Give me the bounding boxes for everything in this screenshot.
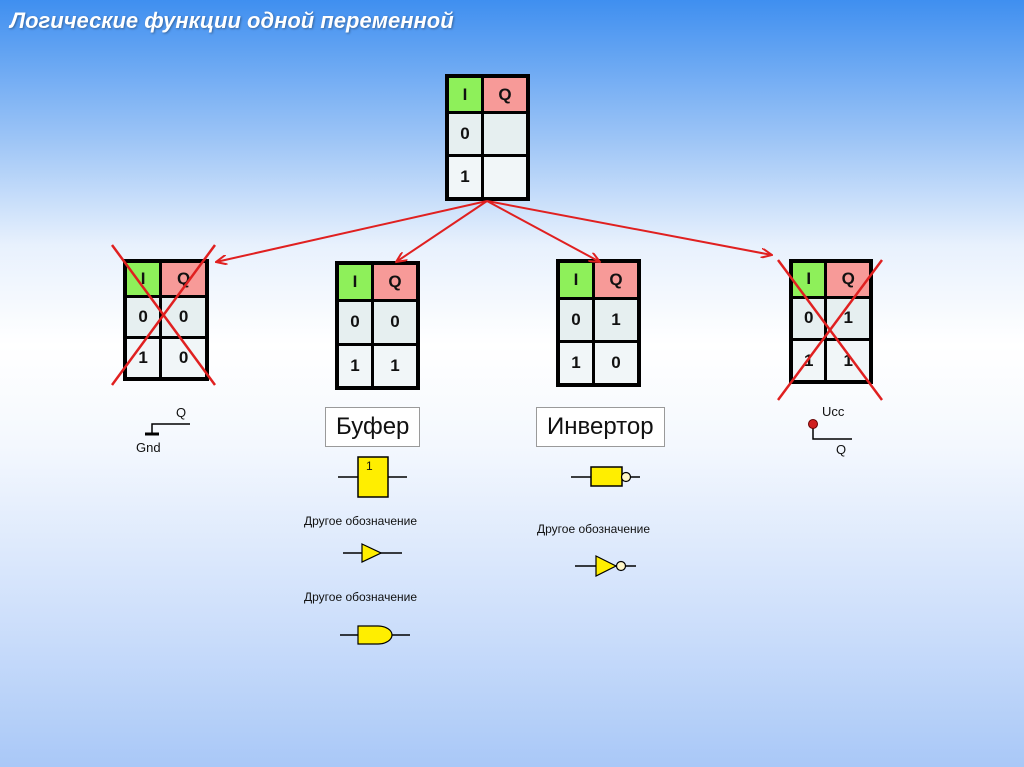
ucc-q-label: Q bbox=[836, 442, 847, 457]
arrow-to-const-one bbox=[486, 200, 772, 255]
inverter-gate-icon bbox=[571, 466, 640, 487]
header-input: I bbox=[335, 261, 374, 302]
inverter-other-notation: Другое обозначение bbox=[537, 522, 651, 536]
gnd-label: Gnd bbox=[136, 440, 161, 455]
table-row: 1 bbox=[445, 154, 530, 201]
buffer-other-notation-1: Другое обозначение bbox=[304, 514, 418, 528]
header-input: I bbox=[556, 259, 595, 300]
header-output: Q bbox=[370, 261, 420, 302]
buffer-other-notation-2: Другое обозначение bbox=[304, 590, 418, 604]
table-cell: 0 bbox=[445, 111, 484, 158]
inverter-label: Инвертор bbox=[536, 407, 665, 447]
table-cell: 1 bbox=[370, 342, 420, 390]
ucc-label: Ucc bbox=[822, 404, 845, 419]
header-input: I bbox=[445, 74, 484, 115]
table-cell: 1 bbox=[556, 340, 595, 387]
gnd-symbol bbox=[145, 423, 190, 436]
cross-const-zero bbox=[110, 244, 217, 386]
header-output: Q bbox=[159, 259, 209, 298]
table-cell: 0 bbox=[159, 294, 209, 340]
buffer-label: Буфер bbox=[325, 407, 421, 447]
buffer-gate-label: 1 bbox=[366, 459, 373, 473]
header-output: Q bbox=[824, 259, 873, 299]
table-cell: 0 bbox=[591, 340, 641, 387]
arrow-to-inverter bbox=[486, 200, 600, 262]
table-cell bbox=[480, 111, 530, 158]
header-output: Q bbox=[480, 74, 530, 115]
truth-table-const-one: IQ0111 bbox=[789, 259, 873, 384]
table-cell: 0 bbox=[370, 299, 420, 346]
arrow-to-const-zero bbox=[216, 200, 488, 262]
arrow-to-buffer bbox=[396, 200, 488, 262]
gnd-q-label: Q bbox=[176, 405, 187, 420]
table-cell: 1 bbox=[335, 342, 374, 390]
table-cell: 0 bbox=[789, 295, 828, 342]
header-output: Q bbox=[591, 259, 641, 300]
table-cell: 0 bbox=[556, 296, 595, 344]
slide-title: Логические функции одной переменной bbox=[10, 8, 454, 33]
cross-const-one bbox=[776, 259, 884, 401]
buffer-dshape-icon bbox=[340, 625, 410, 645]
table-cell: 1 bbox=[591, 296, 641, 344]
table-cell: 1 bbox=[445, 154, 484, 201]
table-cell bbox=[480, 154, 530, 201]
inverter-triangle-icon bbox=[575, 555, 636, 577]
table-cell: 0 bbox=[335, 299, 374, 346]
header-input: I bbox=[123, 259, 163, 298]
buffer-gate-icon bbox=[338, 456, 407, 498]
ucc-symbol bbox=[808, 419, 852, 440]
buffer-triangle-icon bbox=[343, 543, 402, 563]
table-row: 0 bbox=[445, 111, 530, 158]
